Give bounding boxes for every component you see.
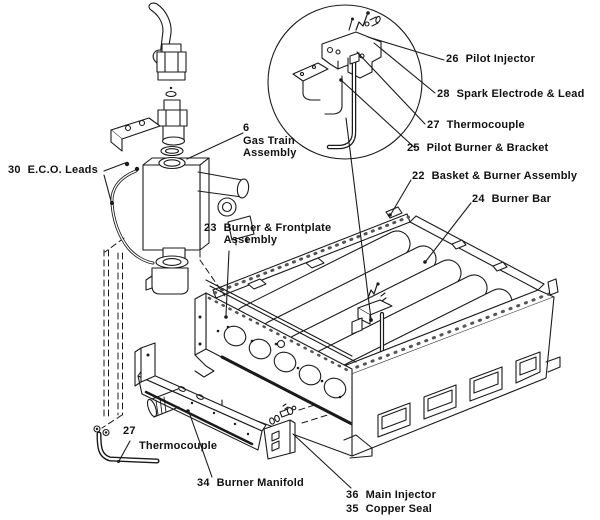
basket-drawing	[212, 206, 545, 387]
pilot-detail-circle	[267, 4, 423, 160]
manifold-drawing	[134, 342, 297, 460]
thermocouple-drawing	[93, 425, 160, 464]
eco-wire	[110, 161, 155, 265]
frontplate-drawing	[194, 279, 357, 426]
gas-train-drawing	[110, 2, 255, 295]
main-injector-and-seal	[269, 403, 297, 425]
pilot-detail-drawing	[292, 11, 382, 150]
leader-lines	[103, 36, 472, 489]
